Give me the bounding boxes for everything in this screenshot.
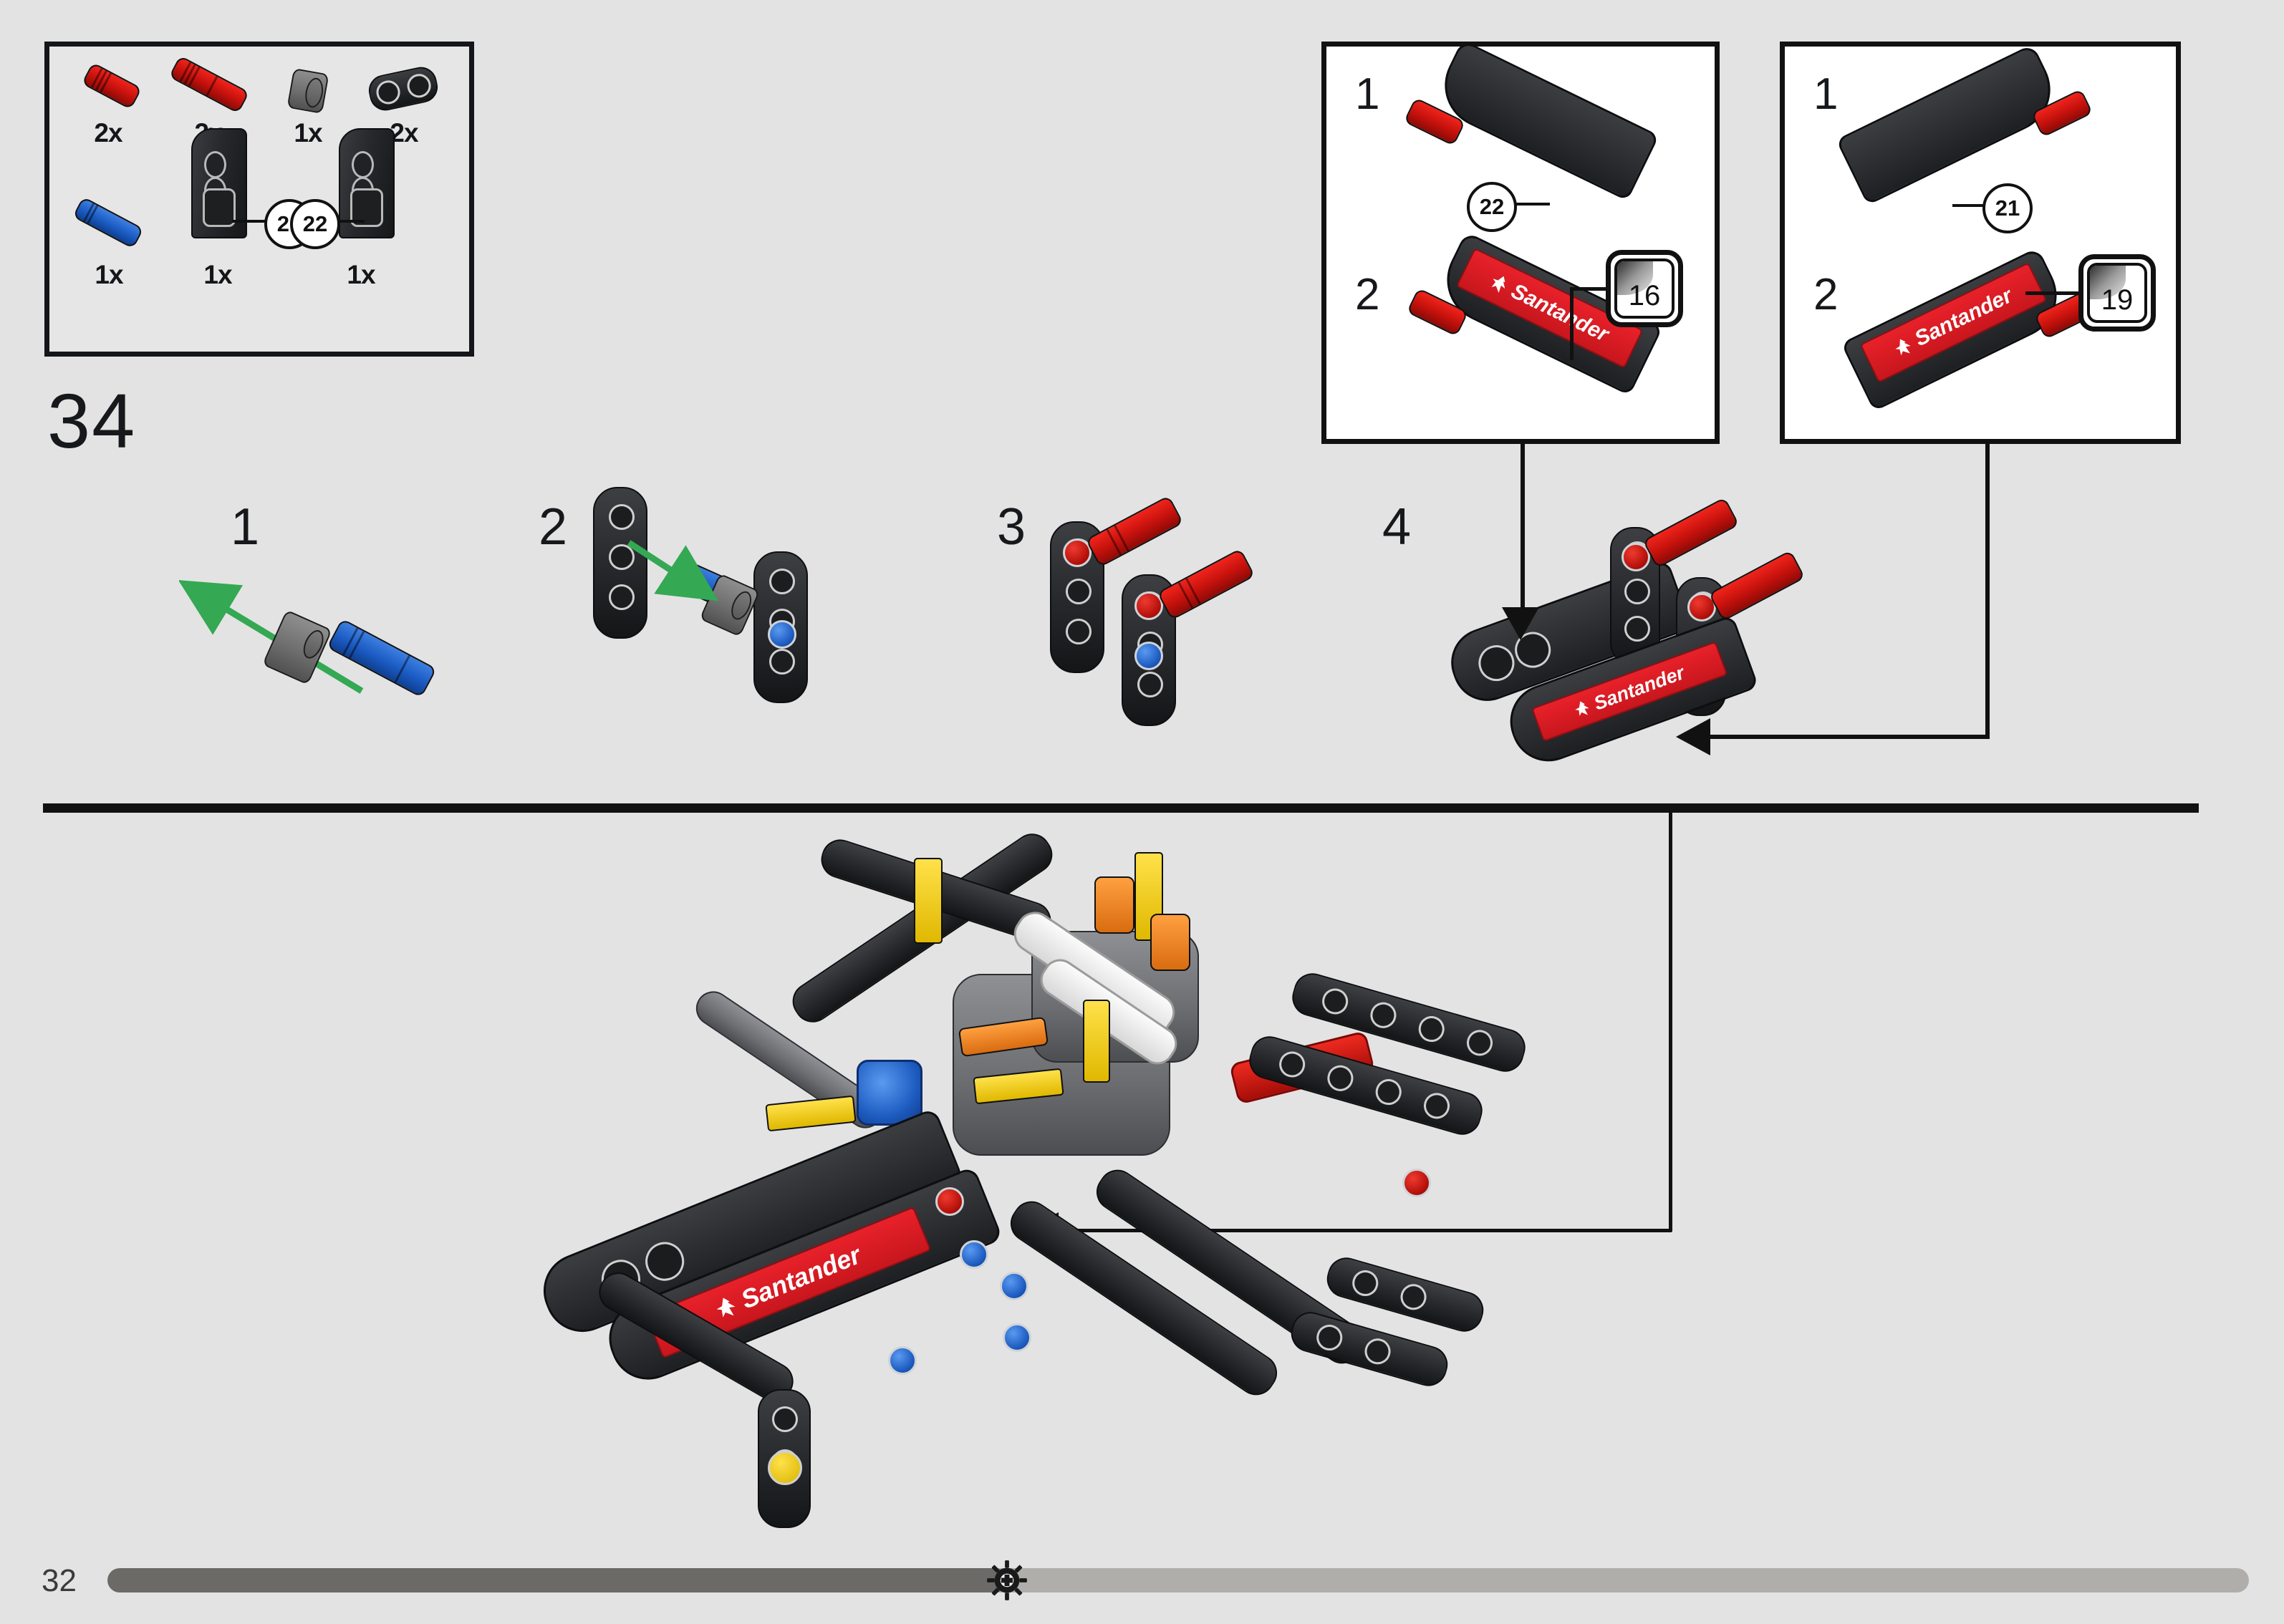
yellow-cross-connector [768, 1451, 802, 1485]
part-item: 1x [164, 122, 271, 288]
red-connector [935, 1187, 964, 1216]
callout-bubble-21: 21 [1982, 183, 2033, 233]
sticker-panel-left: 1 22 2 Santander 16 [1321, 39, 1720, 444]
red-pin-short-icon [65, 58, 151, 117]
red-pin-part [1085, 495, 1184, 568]
orange-bushing [1094, 876, 1134, 934]
part-item: 2x [350, 58, 458, 146]
sticker-panel-right: 1 21 2 Santander 19 [1780, 42, 2181, 444]
part-qty: 1x [95, 260, 123, 289]
substep-4-illustration: Santander [1440, 497, 1898, 788]
red-connector [1402, 1169, 1431, 1197]
red-connector [1063, 538, 1092, 567]
blue-connector [960, 1240, 988, 1269]
sticker-badge-16: 16 [1606, 250, 1683, 327]
connector-arrow-left [1502, 607, 1539, 640]
wing-panel-plain [1836, 44, 2065, 206]
sticker-peel-graphic: 16 [1614, 258, 1675, 319]
callout-bubble-22: 22 [290, 199, 340, 249]
part-item: 1x [269, 58, 347, 146]
connector-line-left-vertical [1521, 444, 1525, 610]
chassis-beam [758, 1389, 811, 1528]
model-callout-horizontal [1059, 1229, 1672, 1232]
blue-connector [1000, 1272, 1028, 1300]
panel-step-label: 1 [1355, 69, 1380, 119]
page-number: 32 [42, 1563, 77, 1598]
santander-sticker: Santander [1859, 262, 2048, 383]
substep-label-1: 1 [231, 498, 260, 556]
black-beam [593, 487, 647, 639]
callout-leader-22 [1505, 203, 1550, 206]
grey-bushing-icon [269, 58, 347, 117]
progress-bar [107, 1568, 2249, 1592]
blue-gear [857, 1060, 922, 1126]
gear-icon [986, 1560, 1027, 1600]
yellow-axle [1083, 1000, 1110, 1083]
section-divider [43, 803, 2199, 813]
santander-flame-icon [1488, 273, 1511, 296]
callout-leader-21 [1952, 204, 1990, 207]
blue-axle-pin-icon [62, 180, 155, 258]
substep-label-4: 4 [1382, 498, 1412, 556]
wing-panel-21-icon [164, 122, 271, 258]
red-connector [1622, 543, 1650, 571]
connector-line-right-vertical [1985, 444, 1990, 739]
part-item: 2x [65, 58, 151, 146]
blue-connector [1003, 1323, 1031, 1352]
substep-label-2: 2 [539, 498, 568, 556]
badge-leader-16-drop [1570, 287, 1574, 360]
main-model-illustration: Santander [532, 826, 1676, 1547]
santander-flame-icon [713, 1294, 740, 1320]
yellow-axle [914, 858, 943, 944]
panel-step-label: 2 [1355, 270, 1380, 319]
blue-connector [1134, 642, 1163, 670]
callout-leader-22 [329, 220, 365, 223]
step-number: 34 [47, 377, 137, 464]
sticker-badge-19: 19 [2078, 254, 2156, 332]
red-pin-part [1157, 548, 1256, 621]
part-qty: 2x [390, 118, 418, 148]
green-arrow-2 [627, 540, 719, 601]
panel-step-label: 2 [1813, 270, 1839, 319]
wing-panel-plain [1430, 39, 1659, 201]
yellow-axle [765, 1095, 857, 1132]
wing-panel-santander: Santander [1841, 247, 2071, 412]
red-pin-part [1642, 497, 1740, 569]
substep-label-3: 3 [997, 498, 1026, 556]
substep-1-illustration [178, 573, 523, 738]
connector-arrow-right [1676, 718, 1710, 755]
badge-leader-19 [2025, 291, 2080, 295]
connector-line-right-horizontal [1710, 735, 1990, 739]
part-qty: 1x [203, 260, 232, 289]
part-item: 1x [62, 180, 155, 288]
red-connector [1134, 591, 1163, 620]
progress-bar-fill [107, 1568, 1007, 1592]
callout-leader-21 [232, 220, 268, 223]
callout-bubble-22: 22 [1467, 182, 1517, 232]
blue-connector [768, 620, 796, 649]
badge-leader-16 [1570, 287, 1607, 291]
substep-3-illustration [1024, 494, 1332, 738]
black-beam-icon [350, 58, 458, 117]
model-callout-vertical [1669, 813, 1672, 1232]
red-pin-part [1708, 550, 1806, 622]
sticker-peel-graphic: 19 [2087, 263, 2147, 323]
panel-step-label: 1 [1813, 69, 1839, 119]
orange-bushing [1150, 914, 1190, 971]
part-qty: 1x [294, 118, 322, 148]
parts-inventory-box: 2x 2x 1x 2x 1x [44, 42, 474, 357]
part-qty: 2x [94, 118, 122, 148]
blue-connector [888, 1346, 917, 1375]
substep-2-illustration [573, 480, 874, 738]
santander-flame-icon [1573, 699, 1593, 719]
red-pin-long-icon [158, 55, 259, 117]
part-qty: 1x [347, 260, 375, 289]
santander-flame-icon [1892, 335, 1915, 358]
